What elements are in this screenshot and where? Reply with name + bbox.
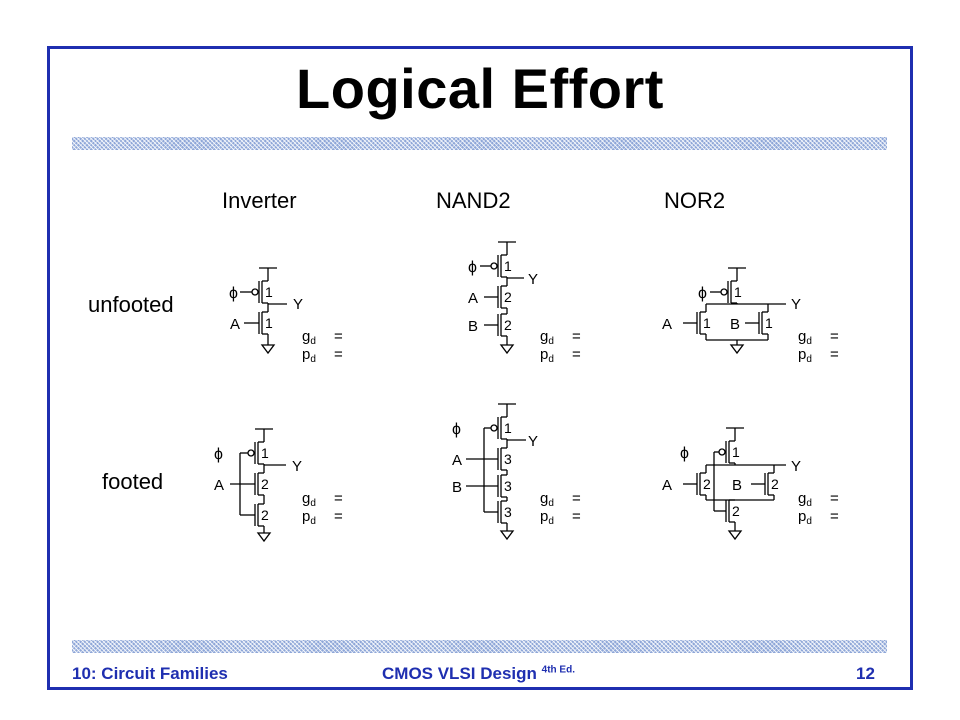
input-b-label: B	[732, 477, 742, 494]
transistor-size: 2	[261, 476, 269, 492]
footer-chapter: 10: Circuit Families	[72, 664, 228, 683]
pd-label: pd	[302, 346, 316, 365]
transistor-size: 1	[265, 315, 273, 331]
slide-border	[47, 46, 913, 690]
top-divider	[72, 137, 887, 150]
slide-title: Logical Effort	[296, 57, 664, 120]
input-b-label: B	[730, 316, 740, 333]
pd-label: pd	[540, 346, 554, 365]
transistor-size: 3	[504, 504, 512, 520]
clock-label: ϕ	[468, 259, 477, 276]
gd-label: gd	[302, 328, 316, 347]
bottom-divider	[72, 640, 887, 653]
clock-label: ϕ	[452, 421, 461, 438]
pd-label: pd	[798, 508, 812, 527]
output-y-label: Y	[292, 458, 302, 475]
row-header-unfooted: unfooted	[88, 292, 174, 317]
pd-label: pd	[302, 508, 316, 527]
footer-page-number: 12	[856, 664, 875, 683]
circuit-inverter-unfooted: ϕ A Y 1 1	[229, 267, 303, 355]
input-a-label: A	[452, 452, 462, 469]
input-a-label: A	[662, 477, 672, 494]
equals-sign: =	[572, 490, 581, 507]
circuit-nand2-unfooted: ϕ A B Y 1 2 2	[468, 241, 538, 355]
gd-label: gd	[540, 328, 554, 347]
circuit-nand2-footed: ϕ A B Y 1 3 3 3	[452, 403, 538, 541]
pd-label: pd	[798, 346, 812, 365]
equals-sign: =	[830, 508, 839, 525]
transistor-size: 2	[771, 476, 779, 492]
transistor-size: 1	[732, 444, 740, 460]
equals-sign: =	[830, 490, 839, 507]
input-a-label: A	[230, 316, 240, 333]
column-header-inverter: Inverter	[222, 188, 297, 213]
transistor-size: 1	[734, 284, 742, 300]
equals-sign: =	[572, 328, 581, 345]
transistor-size: 1	[265, 284, 273, 300]
transistor-size: 2	[703, 476, 711, 492]
row-header-footed: footed	[102, 469, 164, 494]
equals-sign: =	[334, 508, 343, 525]
input-b-label: B	[452, 479, 462, 496]
footer-edition: 4th Ed.	[541, 664, 575, 676]
gd-label: gd	[798, 490, 812, 509]
equals-sign: =	[334, 346, 343, 363]
transistor-size: 2	[504, 289, 512, 305]
clock-label: ϕ	[214, 446, 223, 463]
circuit-nor2-unfooted: ϕ A B Y 1 1 1	[662, 267, 801, 355]
gd-label: gd	[798, 328, 812, 347]
effort-blanks: gd = pd = gd = pd = gd = pd = gd = pd = …	[302, 328, 839, 527]
input-b-label: B	[468, 318, 478, 335]
transistor-size: 1	[261, 445, 269, 461]
circuit-inverter-footed: ϕ A Y 1 2 2	[214, 428, 302, 543]
transistor-size: 3	[504, 451, 512, 467]
clock-label: ϕ	[698, 285, 707, 302]
output-y-label: Y	[791, 458, 801, 475]
gd-label: gd	[540, 490, 554, 509]
output-y-label: Y	[528, 433, 538, 450]
transistor-size: 2	[504, 317, 512, 333]
column-header-nor2: NOR2	[664, 188, 726, 213]
gd-label: gd	[302, 490, 316, 509]
pd-label: pd	[540, 508, 554, 527]
transistor-size: 2	[261, 507, 269, 523]
equals-sign: =	[830, 346, 839, 363]
equals-sign: =	[830, 328, 839, 345]
equals-sign: =	[572, 346, 581, 363]
transistor-size: 1	[504, 258, 512, 274]
input-a-label: A	[214, 477, 224, 494]
transistor-size: 1	[703, 315, 711, 331]
footer-course: CMOS VLSI Design 4th Ed.	[382, 664, 575, 683]
column-header-nand2: NAND2	[436, 188, 511, 213]
clock-label: ϕ	[680, 445, 689, 462]
clock-label: ϕ	[229, 285, 238, 302]
output-y-label: Y	[528, 271, 538, 288]
transistor-size: 1	[765, 315, 773, 331]
equals-sign: =	[334, 490, 343, 507]
output-y-label: Y	[791, 296, 801, 313]
circuit-nor2-footed: ϕ A B Y 1 2 2 2	[662, 427, 801, 541]
input-a-label: A	[468, 290, 478, 307]
equals-sign: =	[334, 328, 343, 345]
output-y-label: Y	[293, 296, 303, 313]
equals-sign: =	[572, 508, 581, 525]
input-a-label: A	[662, 316, 672, 333]
transistor-size: 2	[732, 503, 740, 519]
transistor-size: 1	[504, 420, 512, 436]
transistor-size: 3	[504, 478, 512, 494]
